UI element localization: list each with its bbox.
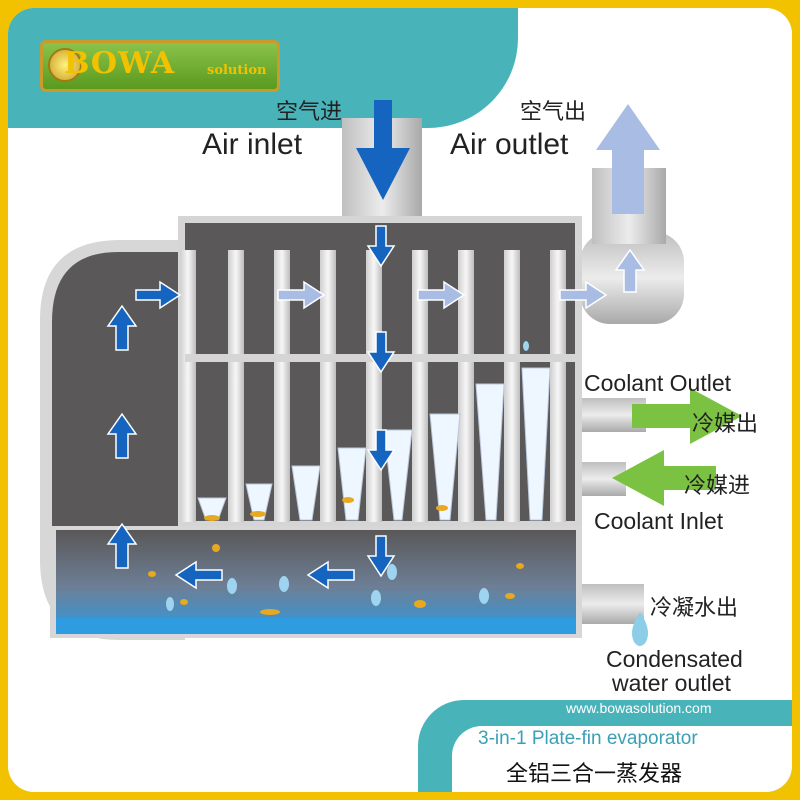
arrow-up-icon	[614, 248, 646, 293]
footer-panel	[452, 726, 792, 792]
arrow-left-icon	[174, 560, 223, 590]
arrow-right-icon	[277, 280, 326, 310]
air-outlet-arrow	[596, 104, 660, 214]
flow-arrows-blue	[106, 225, 396, 590]
condensate-pipe	[582, 584, 644, 624]
website-url: www.bowasolution.com	[566, 700, 712, 716]
condensate-label-cn: 冷凝水出	[650, 596, 739, 621]
water-droplets	[166, 341, 529, 611]
coolant-outlet-label-cn: 冷媒出	[692, 412, 759, 437]
flow-arrows-light	[277, 248, 646, 310]
arrow-up-icon	[106, 412, 138, 459]
product-subtitle-cn: 全铝三合一蒸发器	[506, 762, 683, 787]
coolant-outlet-arrow	[632, 388, 742, 444]
brand-suffix: solution	[207, 63, 267, 78]
arrow-down-icon	[366, 535, 396, 578]
coolant-inlet-label-en: Coolant Inlet	[594, 508, 724, 534]
coolant-inlet-label-cn: 冷媒进	[684, 474, 751, 499]
fins	[180, 250, 575, 522]
arrow-left-icon	[306, 560, 355, 590]
arrow-right-icon	[417, 280, 466, 310]
air-inlet-label-cn: 空气进	[276, 100, 343, 125]
logo-emblem-icon	[48, 48, 82, 82]
water-drop-icon	[632, 612, 648, 646]
product-subtitle-en: 3-in-1 Plate-fin evaporator	[478, 728, 698, 749]
arrow-down-icon	[366, 225, 396, 268]
arrow-down-icon	[366, 331, 396, 374]
coolant-inlet-arrow	[612, 450, 716, 506]
air-outlet-label-cn: 空气出	[520, 100, 587, 125]
oil-drops	[148, 497, 524, 615]
arrow-up-icon	[106, 522, 138, 569]
arrow-right-icon	[135, 280, 182, 310]
air-inlet-label-en: Air inlet	[202, 128, 303, 161]
coolant-outlet-label-en: Coolant Outlet	[584, 370, 732, 396]
arrow-up-icon	[106, 304, 138, 351]
air-inlet-arrow	[356, 100, 410, 200]
frost-deposits	[197, 367, 551, 521]
brand-name: BOWA	[64, 46, 176, 81]
condensate-label-en-1: Condensated	[606, 646, 743, 672]
air-outlet-label-en: Air outlet	[450, 128, 569, 161]
arrow-right-icon	[559, 280, 608, 310]
arrow-down-icon	[366, 429, 396, 472]
condensate-label-en-2: water outlet	[612, 670, 731, 696]
